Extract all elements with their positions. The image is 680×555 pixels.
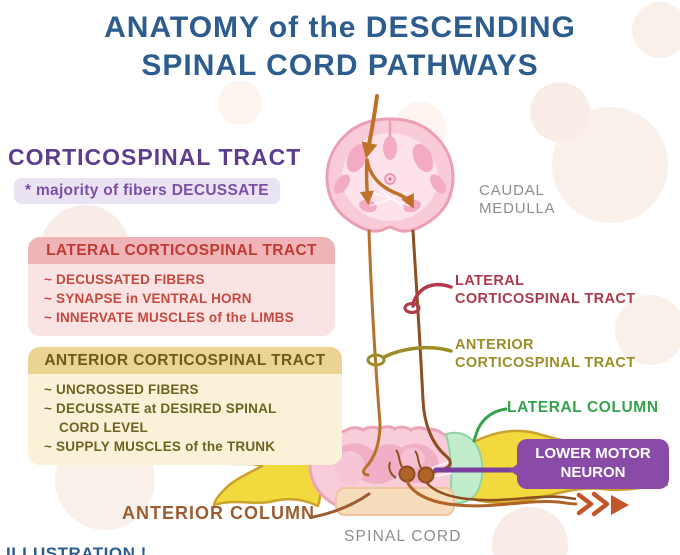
page-title: ANATOMY of the DESCENDING SPINAL CORD PA… [0, 9, 680, 85]
anterior-box-item: ~ UNCROSSED FIBERS [44, 382, 199, 397]
anterior-cst-fiber [361, 229, 382, 477]
decussate-note-text: * majority of fibers DECUSSATE [25, 182, 269, 199]
anterior-box-body: ~ UNCROSSED FIBERS ~ DECUSSATE at DESIRE… [28, 374, 342, 465]
caudal-medulla-illustration [325, 117, 455, 233]
upper-motor-neuron-arrow [361, 94, 379, 159]
lower-motor-neuron-badge: LOWER MOTOR NEURON [517, 439, 669, 489]
lateral-box-body: ~ DECUSSATED FIBERS ~ SYNAPSE in VENTRAL… [28, 264, 335, 336]
lateral-box-title: LATERAL CORTICOSPINAL TRACT [28, 237, 335, 264]
title-line-1: ANATOMY of the DESCENDING [104, 11, 576, 44]
anterior-box-item: ~ SUPPLY MUSCLES of the TRUNK [44, 439, 276, 454]
lateral-box-item: ~ DECUSSATED FIBERS [44, 272, 205, 287]
motor-axon [405, 480, 578, 508]
lateral-corticospinal-box: LATERAL CORTICOSPINAL TRACT ~ DECUSSATED… [28, 237, 335, 336]
decussating-branch [365, 158, 414, 209]
corticospinal-tract-heading: CORTICOSPINAL TRACT [8, 144, 302, 170]
lateral-box-item: ~ INNERVATE MUSCLES of the LIMBS [44, 310, 294, 325]
anterior-column-label: ANTERIOR COLUMN [122, 503, 315, 523]
lateral-column-pointer [472, 407, 508, 443]
anterior-box-title: ANTERIOR CORTICOSPINAL TRACT [28, 347, 342, 374]
uncrossed-branch [359, 158, 374, 206]
footer-cutoff-text: ILLUSTRATION ! [6, 544, 147, 555]
lateral-column-label: LATERAL COLUMN [507, 399, 659, 416]
anterior-cst-pointer [382, 345, 453, 359]
caudal-medulla-label: CAUDAL MEDULLA [479, 182, 556, 218]
anterior-box-item: ~ DECUSSATE at DESIRED SPINAL CORD LEVEL [44, 401, 277, 435]
title-line-2: SPINAL CORD PATHWAYS [141, 49, 539, 82]
decussate-note: * majority of fibers DECUSSATE [14, 178, 280, 204]
lower-motor-neuron-box-tail [509, 463, 519, 477]
anterior-cst-label: ANTERIOR CORTICOSPINAL TRACT [455, 337, 636, 371]
output-arrowhead [611, 495, 629, 515]
motor-neuron-soma [398, 465, 416, 483]
output-arrow [576, 491, 610, 517]
lower-motor-neurons [388, 449, 629, 517]
anterior-corticospinal-box: ANTERIOR CORTICOSPINAL TRACT ~ UNCROSSED… [28, 347, 342, 465]
motor-neuron-soma [417, 466, 435, 484]
spinal-cord-label: SPINAL CORD [344, 528, 462, 545]
motor-axon [425, 481, 577, 502]
pointer-lines [311, 282, 521, 519]
lateral-box-item: ~ SYNAPSE in VENTRAL HORN [44, 291, 252, 306]
lateral-cst-label: LATERAL CORTICOSPINAL TRACT [455, 273, 636, 307]
anterior-column-pointer [311, 492, 371, 519]
